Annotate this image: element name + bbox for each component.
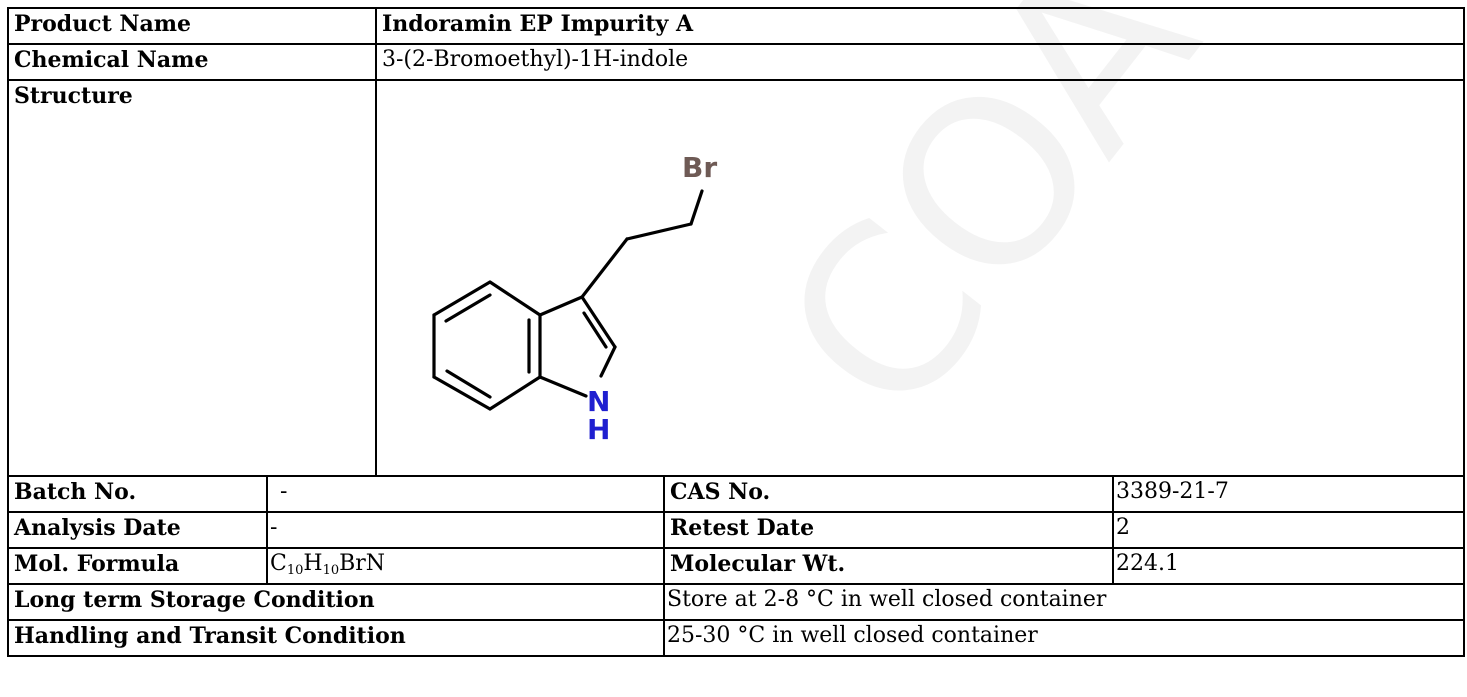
retest-date-label: Retest Date: [663, 511, 1114, 549]
storage-value: Store at 2-8 °C in well closed container: [663, 583, 1465, 621]
batch-no-label: Batch No.: [7, 475, 268, 513]
nitrogen-atom-label: N: [587, 385, 610, 418]
structure-label: Structure: [7, 79, 377, 477]
molecular-wt-label: Molecular Wt.: [663, 547, 1114, 585]
analysis-date-label: Analysis Date: [7, 511, 268, 549]
mol-formula-label: Mol. Formula: [7, 547, 268, 585]
hydrogen-atom-label: H: [587, 413, 610, 446]
storage-label: Long term Storage Condition: [7, 583, 665, 621]
retest-date-value: 2: [1112, 511, 1465, 549]
chemical-structure-diagram: Br N H: [432, 151, 717, 446]
mol-formula-value: C10H10BrN: [266, 547, 665, 585]
batch-no-value: -: [266, 475, 665, 513]
analysis-date-value: -: [266, 511, 665, 549]
bromine-atom-label: Br: [682, 151, 717, 184]
molecular-wt-value: 224.1: [1112, 547, 1465, 585]
chemical-name-label: Chemical Name: [7, 43, 377, 81]
product-name-value: Indoramin EP Impurity A: [375, 7, 1465, 45]
cas-no-value: 3389-21-7: [1112, 475, 1465, 513]
handling-label: Handling and Transit Condition: [7, 619, 665, 657]
cas-no-label: CAS No.: [663, 475, 1114, 513]
handling-value: 25-30 °C in well closed container: [663, 619, 1465, 657]
product-name-label: Product Name: [7, 7, 377, 45]
chemical-name-value: 3-(2-Bromoethyl)-1H-indole: [375, 43, 1465, 81]
